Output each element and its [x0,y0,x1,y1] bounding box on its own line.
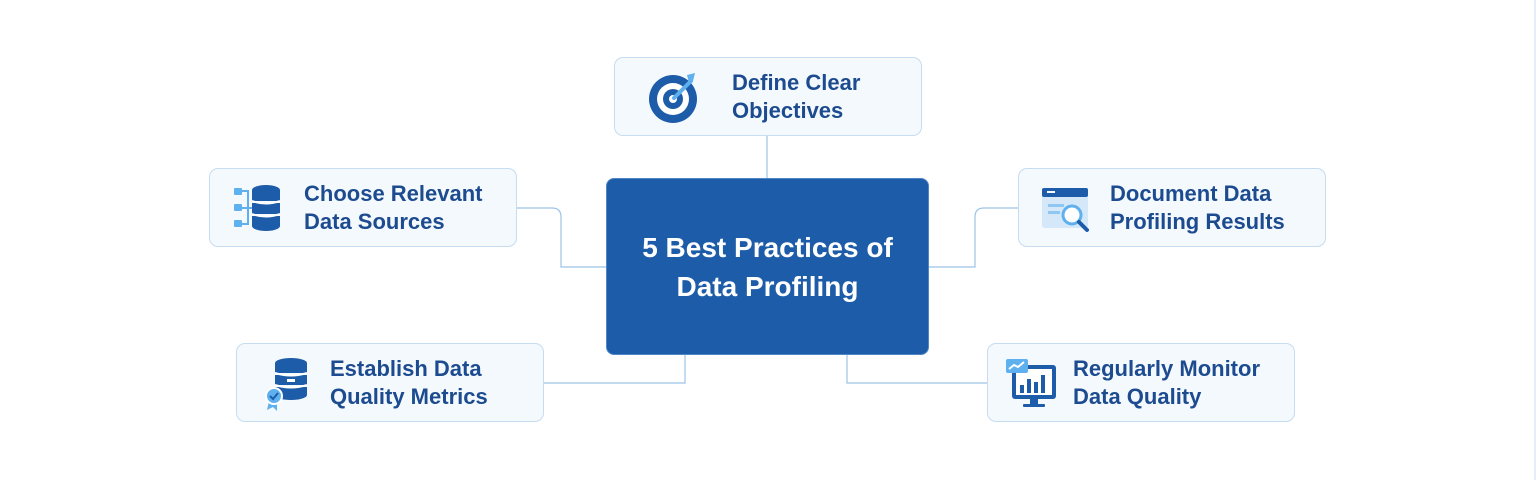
node-regularly-monitor-data-quality[interactable]: Regularly Monitor Data Quality [987,343,1295,422]
database-badge-icon [261,355,317,411]
node-document-data-profiling-results[interactable]: Document Data Profiling Results [1018,168,1326,247]
node-label: Document Data Profiling Results [1110,180,1285,236]
monitor-chart-icon [1004,355,1060,411]
node-label: Choose Relevant Data Sources [304,180,483,236]
node-define-clear-objectives[interactable]: Define Clear Objectives [614,57,922,136]
node-label-line2: Objectives [732,98,844,123]
node-label-line1: Regularly Monitor [1073,356,1261,381]
connector-metrics [544,355,686,384]
document-search-icon [1039,180,1095,236]
node-label-line1: Define Clear [732,70,861,95]
page-edge-line [1534,0,1536,480]
node-label-line2: Data Sources [304,209,445,234]
target-icon [645,69,701,125]
node-label-line2: Profiling Results [1110,209,1285,234]
node-establish-data-quality-metrics[interactable]: Establish Data Quality Metrics [236,343,544,422]
node-label: Establish Data Quality Metrics [330,355,488,411]
node-label: Regularly Monitor Data Quality [1073,355,1260,411]
node-label-line1: Establish Data [330,356,482,381]
node-label-line2: Data Quality [1073,384,1202,409]
connector-document [929,207,1018,268]
database-icon [228,180,284,236]
node-label-line1: Choose Relevant [304,181,483,206]
central-topic-line1: 5 Best Practices of [642,231,893,263]
node-label: Define Clear Objectives [732,69,860,125]
connector-sources [517,207,606,268]
node-choose-relevant-data-sources[interactable]: Choose Relevant Data Sources [209,168,517,247]
central-topic[interactable]: 5 Best Practices of Data Profiling [606,178,929,355]
connector-monitor [846,355,987,384]
node-label-line1: Document Data [1110,181,1272,206]
central-topic-line2: Data Profiling [676,270,859,302]
node-label-line2: Quality Metrics [330,384,488,409]
